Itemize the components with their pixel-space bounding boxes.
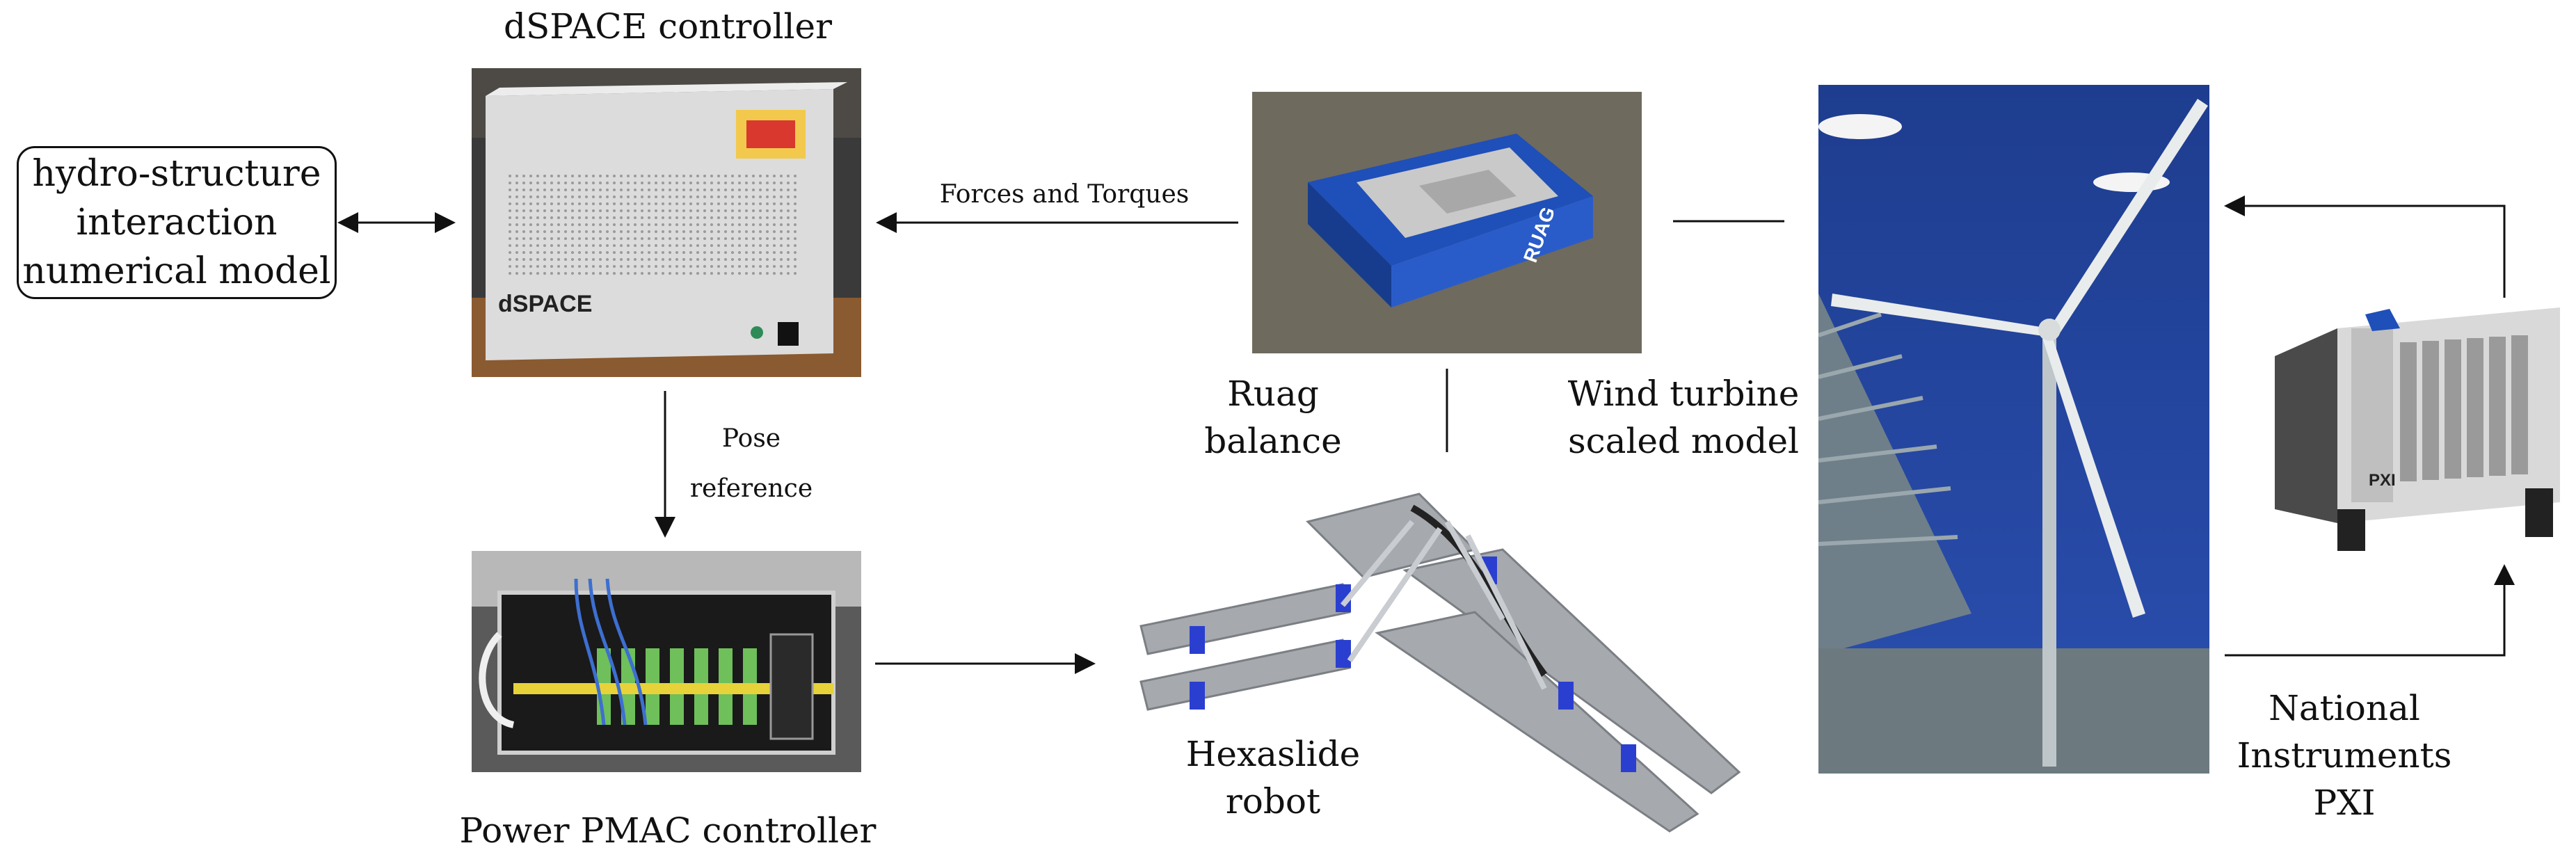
ruag-label: Ruag balance xyxy=(1204,374,1342,461)
pmac-photo xyxy=(472,551,861,772)
hexaslide-label: Hexaslide robot xyxy=(1185,734,1361,822)
forces-torques-label: Forces and Torques xyxy=(939,180,1190,209)
ni-pxi-brand: PXI xyxy=(2369,471,2396,490)
numerical-model-label: hydro-structure interaction numerical mo… xyxy=(22,153,331,292)
wind-turbine-label: Wind turbine scaled model xyxy=(1567,374,1800,461)
wind-turbine-photo xyxy=(1818,85,2209,774)
pose-reference-label: Pose reference xyxy=(689,424,813,503)
pxi-turbine-arrow xyxy=(2224,195,2506,298)
pmac-label: Power PMAC controller xyxy=(459,810,877,851)
dspace-label: dSPACE controller xyxy=(504,6,832,47)
numerical-model-box: hydro-structure interaction numerical mo… xyxy=(17,146,337,299)
ni-pxi-photo: PXI xyxy=(2261,301,2567,565)
turbine-pxi-arrow xyxy=(2225,564,2515,657)
dspace-photo: dSPACE xyxy=(472,68,861,377)
dspace-brand: dSPACE xyxy=(498,291,592,317)
ni-pxi-label: National Instruments PXI xyxy=(2237,688,2452,823)
hexaslide-photo xyxy=(1113,480,1781,842)
ruag-photo: RUAG xyxy=(1252,92,1642,353)
